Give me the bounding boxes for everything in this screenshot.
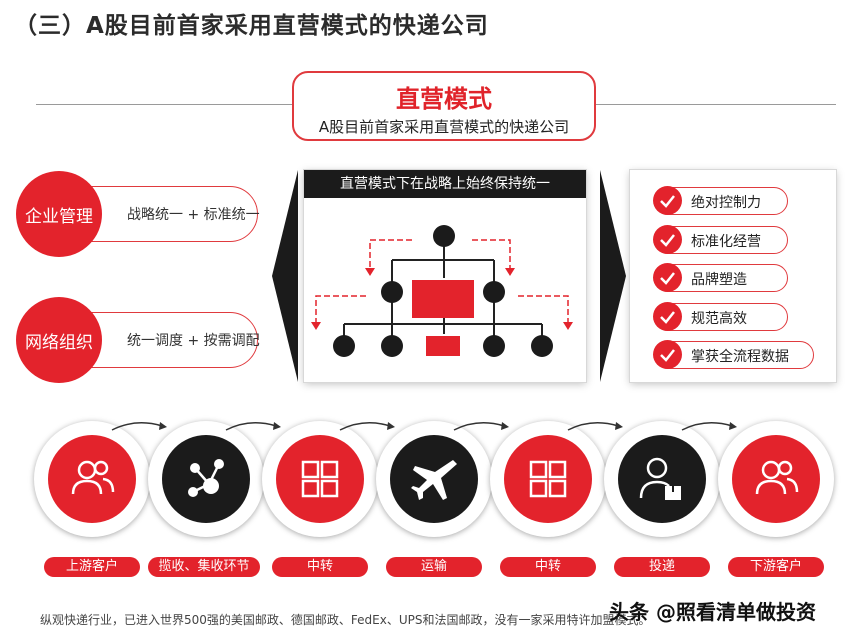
advantage-label: 品牌塑造	[691, 272, 747, 288]
flow-step-transfer-1	[262, 421, 378, 537]
advantage-label: 绝对控制力	[691, 195, 761, 211]
org-panel-header: 直营模式下在战略上始终保持统一	[304, 170, 586, 198]
flow-step-transport	[376, 421, 492, 537]
left-circle-network: 网络组织	[16, 297, 102, 383]
flow-label: 中转	[500, 557, 596, 577]
flow-step-delivery	[604, 421, 720, 537]
arrow-head-icon	[615, 422, 623, 430]
org-node	[483, 281, 505, 303]
right-chevron-icon	[600, 170, 626, 382]
advantage-label: 标准化经营	[691, 234, 761, 250]
flow-label: 中转	[272, 557, 368, 577]
org-node	[531, 335, 553, 357]
arrow-head-icon	[501, 422, 509, 430]
check-icon	[653, 340, 682, 369]
users-icon	[755, 460, 799, 495]
flow-label: 上游客户	[44, 557, 140, 577]
page-title: （三）A股目前首家采用直营模式的快递公司	[14, 13, 489, 39]
check-icon	[653, 263, 682, 292]
direct-mode-box: 直营模式 A股目前首家采用直营模式的快递公司	[292, 71, 596, 141]
airplane-icon	[411, 460, 457, 500]
flow-label: 下游客户	[728, 557, 824, 577]
advantage-item: 掌获全流程数据	[653, 340, 814, 369]
flow-arrows	[111, 422, 737, 431]
org-node	[483, 335, 505, 357]
watermark: 头条 @照看清单做投资	[609, 600, 816, 624]
flow-label: 运输	[386, 557, 482, 577]
advantage-item: 品牌塑造	[653, 263, 788, 292]
left-item-text: 统一调度 + 按需调配	[127, 333, 260, 349]
flow-step-transfer-2	[490, 421, 606, 537]
advantage-item: 标准化经营	[653, 225, 788, 254]
arrow-head-icon	[729, 422, 737, 430]
org-chart-diagram	[311, 225, 573, 357]
advantage-item: 规范高效	[653, 302, 788, 331]
org-node	[333, 335, 355, 357]
flow-step-upstream	[34, 421, 150, 537]
direct-mode-subtitle: A股目前首家采用直营模式的快递公司	[318, 118, 570, 136]
arrow-head-icon	[273, 422, 281, 430]
left-circle-enterprise: 企业管理	[16, 171, 102, 257]
users-icon	[71, 460, 115, 495]
org-sub-block	[426, 336, 460, 356]
arrow-head-icon	[387, 422, 395, 430]
courier-icon	[639, 457, 681, 500]
advantage-label: 规范高效	[691, 311, 747, 327]
left-chevron-icon	[272, 170, 298, 382]
check-icon	[653, 186, 682, 215]
left-item-text: 战略统一 + 标准统一	[127, 207, 260, 223]
check-icon	[653, 225, 682, 254]
network-icon	[188, 459, 224, 497]
org-node	[381, 335, 403, 357]
org-hq-block	[412, 280, 474, 318]
flow-step-pickup	[148, 421, 264, 537]
org-node	[433, 225, 455, 247]
grid-icon	[301, 460, 339, 498]
flow-label: 揽收、集收环节	[148, 557, 260, 577]
advantage-item: 绝对控制力	[653, 186, 788, 215]
arrow-head-icon	[159, 422, 167, 430]
check-icon	[653, 302, 682, 331]
advantage-label: 掌获全流程数据	[691, 349, 789, 365]
org-node	[381, 281, 403, 303]
flow-label: 投递	[614, 557, 710, 577]
flow-step-downstream	[718, 421, 834, 537]
footnote: 纵观快递行业，已进入世界500强的美国邮政、德国邮政、FedEx、UPS和法国邮…	[40, 613, 651, 627]
direct-mode-heading: 直营模式	[396, 85, 492, 113]
grid-icon	[529, 460, 567, 498]
